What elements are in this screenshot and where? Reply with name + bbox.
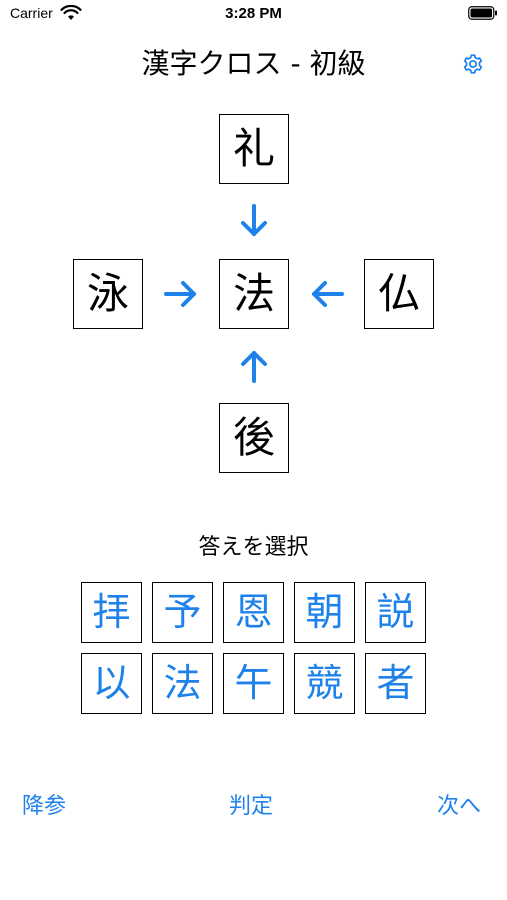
choice-button[interactable]: 恩 (223, 582, 284, 643)
puzzle-tile-left: 泳 (73, 259, 143, 329)
choice-prompt: 答えを選択 (198, 535, 309, 560)
status-bar: Carrier 3:28 PM (0, 0, 507, 30)
choice-button[interactable]: 法 (152, 653, 213, 714)
choice-button[interactable]: 午 (223, 653, 284, 714)
choice-button[interactable]: 朝 (294, 582, 355, 643)
choice-button[interactable]: 予 (152, 582, 213, 643)
wifi-icon (60, 5, 82, 20)
arrow-down-icon (241, 204, 267, 236)
arrow-right-icon (164, 281, 196, 307)
arrow-up-icon (241, 351, 267, 383)
puzzle-tile-bottom: 後 (219, 403, 289, 473)
choice-button[interactable]: 以 (81, 653, 142, 714)
puzzle-tile-top: 礼 (219, 114, 289, 184)
carrier-label: Carrier (10, 5, 53, 21)
puzzle-tile-right: 仏 (364, 259, 434, 329)
choice-button[interactable]: 者 (365, 653, 426, 714)
check-button[interactable]: 判定 (229, 794, 274, 819)
gear-icon[interactable] (461, 52, 485, 76)
choice-button[interactable]: 競 (294, 653, 355, 714)
status-time: 3:28 PM (225, 5, 282, 22)
next-button[interactable]: 次へ (437, 794, 482, 819)
choice-button[interactable]: 拝 (81, 582, 142, 643)
give-up-button[interactable]: 降参 (22, 794, 67, 819)
page-title: 漢字クロス - 初級 (141, 47, 366, 80)
battery-icon (468, 6, 497, 20)
puzzle-tile-center: 法 (219, 259, 289, 329)
arrow-left-icon (312, 281, 344, 307)
choice-button[interactable]: 説 (365, 582, 426, 643)
